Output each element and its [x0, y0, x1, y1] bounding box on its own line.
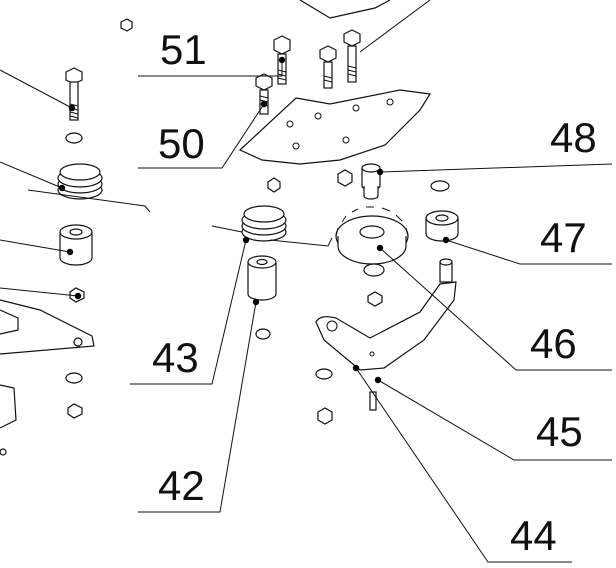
- left-spring: [27, 163, 151, 213]
- leader-42: [138, 301, 257, 513]
- lever-arm: [315, 258, 457, 371]
- callout-42: 42: [158, 462, 205, 509]
- top-leader: [359, 0, 431, 53]
- left-bracket: [0, 299, 95, 355]
- dot-51: [278, 56, 286, 64]
- torsion-spring-43: [211, 205, 333, 247]
- leader-left-nut: [0, 287, 79, 297]
- top-plate-edge: [299, 0, 391, 19]
- bolt-center: [319, 45, 337, 89]
- lower-nut: [317, 407, 333, 425]
- dot-left-top: [68, 104, 76, 112]
- bolt-50: [255, 73, 273, 115]
- spacer-42: [247, 255, 277, 301]
- callout-44: 44: [510, 512, 557, 559]
- dot-46: [376, 244, 384, 252]
- leader-left-top: [0, 69, 73, 109]
- dot-43: [242, 236, 250, 244]
- dot-44: [352, 364, 360, 372]
- dot-left-nut: [74, 292, 82, 300]
- bushing-47: [425, 210, 459, 242]
- callout-43: 43: [152, 334, 199, 381]
- left-cylinder: [0, 384, 17, 429]
- leader-51: [138, 60, 283, 77]
- leader-50: [138, 103, 265, 169]
- bolt-right: [343, 29, 361, 83]
- plate-hole-5: [342, 136, 350, 144]
- leader-left-bushing: [0, 239, 71, 253]
- dot-left-bushing: [66, 248, 74, 256]
- nut-43: [267, 177, 281, 193]
- leader-44: [355, 367, 572, 563]
- washer-right: [430, 180, 450, 192]
- mounting-plate: [238, 89, 432, 165]
- leader-45: [377, 379, 612, 461]
- dot-47: [442, 236, 450, 244]
- small-nut-top: [120, 18, 133, 32]
- dot-left-spring: [58, 184, 66, 192]
- left-bushing: [59, 224, 93, 266]
- bracket-hole: [73, 337, 83, 347]
- callout-50: 50: [158, 120, 205, 167]
- bushing-48: [361, 163, 381, 200]
- left-washer: [65, 132, 83, 144]
- plate-hole-4: [386, 98, 394, 106]
- leader-43: [130, 239, 247, 385]
- plate-hole-1: [286, 120, 294, 128]
- dot-48: [376, 168, 384, 176]
- callout-51: 51: [160, 26, 207, 73]
- bracket-slot: [0, 309, 19, 335]
- callout-46: 46: [530, 320, 577, 367]
- nut-mid: [367, 291, 383, 307]
- nut-upper: [337, 169, 353, 187]
- callout-45: 45: [536, 408, 583, 455]
- callout-48: 48: [550, 114, 597, 161]
- plate-hole-6: [292, 142, 300, 150]
- dot-45: [374, 376, 382, 384]
- leader-48: [379, 163, 613, 173]
- plate-hole-2: [314, 112, 322, 120]
- callout-47: 47: [540, 214, 587, 261]
- small-spacer: [255, 328, 271, 340]
- left-bolt: [65, 67, 83, 121]
- gear-46: [335, 206, 409, 265]
- leader-46: [379, 247, 612, 371]
- dot-50: [260, 100, 268, 108]
- small-pin: [0, 448, 7, 456]
- small-screw: [369, 391, 377, 411]
- left-nut-2: [67, 403, 83, 419]
- plate-hole-3: [352, 104, 360, 112]
- lower-washer: [315, 368, 333, 380]
- leader-47: [445, 239, 612, 265]
- dot-42: [252, 298, 260, 306]
- gear-washer: [363, 263, 385, 277]
- leader-left-spring: [0, 161, 63, 189]
- left-washer-2: [65, 372, 83, 384]
